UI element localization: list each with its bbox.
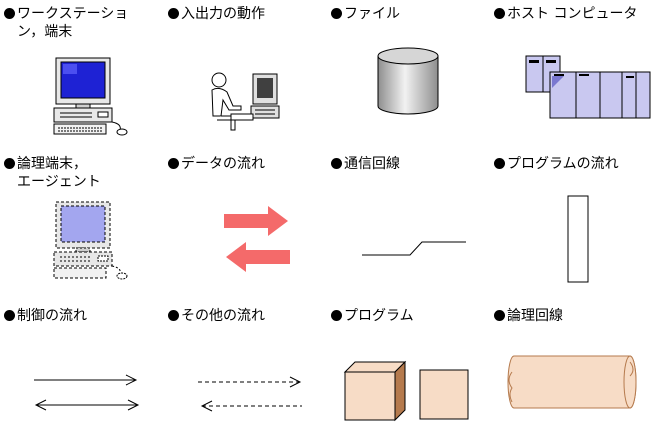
logical-terminal-icon <box>53 201 128 280</box>
host-computer-icon <box>525 55 651 119</box>
bullet-icon <box>168 8 179 19</box>
label-line2: ン，端末 <box>17 24 73 40</box>
label-line1: プログラム <box>344 308 414 324</box>
file-cylinder-icon <box>377 47 439 115</box>
legend-label-io: 入出力の動作 <box>168 5 265 23</box>
label-line1: プログラムの流れ <box>507 156 619 172</box>
program-flow-bar-icon <box>567 195 589 283</box>
legend-label-program-flow: プログラムの流れ <box>494 155 619 173</box>
program-box-icon <box>419 369 469 420</box>
legend-label-logical-terminal: 論理端末， エージェント <box>4 155 101 191</box>
other-flow-arrows-icon <box>198 376 302 412</box>
label-line1: 論理回線 <box>507 308 563 324</box>
legend-label-program: プログラム <box>331 307 414 325</box>
legend-label-other-flow: その他の流れ <box>168 307 265 325</box>
data-flow-arrows-icon <box>224 206 290 272</box>
control-flow-arrows-icon <box>34 374 140 411</box>
bullet-icon <box>494 8 505 19</box>
label-line1: データの流れ <box>181 156 265 172</box>
bullet-icon <box>331 310 342 321</box>
label-line1: ホスト コンピュータ <box>507 6 638 22</box>
legend-label-data-flow: データの流れ <box>168 155 265 173</box>
label-line2: エージェント <box>17 174 101 190</box>
label-line1: ワークステーショ <box>17 6 129 22</box>
bullet-icon <box>494 310 505 321</box>
bullet-icon <box>4 8 15 19</box>
legend-label-file: ファイル <box>331 5 400 23</box>
bullet-icon <box>494 158 505 169</box>
io-operation-icon <box>211 72 280 131</box>
bullet-icon <box>168 310 179 321</box>
workstation-icon <box>53 57 128 136</box>
label-line1: 入出力の動作 <box>181 6 265 22</box>
bullet-icon <box>331 158 342 169</box>
legend-label-host: ホスト コンピュータ <box>494 5 637 23</box>
legend-label-comm-line: 通信回線 <box>331 155 400 173</box>
label-line1: 通信回線 <box>344 156 400 172</box>
label-line1: 論理端末， <box>17 156 87 172</box>
bullet-icon <box>4 310 15 321</box>
label-line1: その他の流れ <box>181 308 265 324</box>
legend-label-control-flow: 制御の流れ <box>4 307 87 325</box>
legend-label-workstation: ワークステーショ ン，端末 <box>4 5 128 41</box>
label-line1: ファイル <box>344 6 400 22</box>
program-box-3d-icon <box>343 360 407 422</box>
logical-line-pipe-icon <box>507 355 637 409</box>
bullet-icon <box>4 158 15 169</box>
bullet-icon <box>168 158 179 169</box>
label-line1: 制御の流れ <box>17 308 87 324</box>
communication-line-icon <box>362 241 466 256</box>
bullet-icon <box>331 8 342 19</box>
legend-label-logical-line: 論理回線 <box>494 307 563 325</box>
